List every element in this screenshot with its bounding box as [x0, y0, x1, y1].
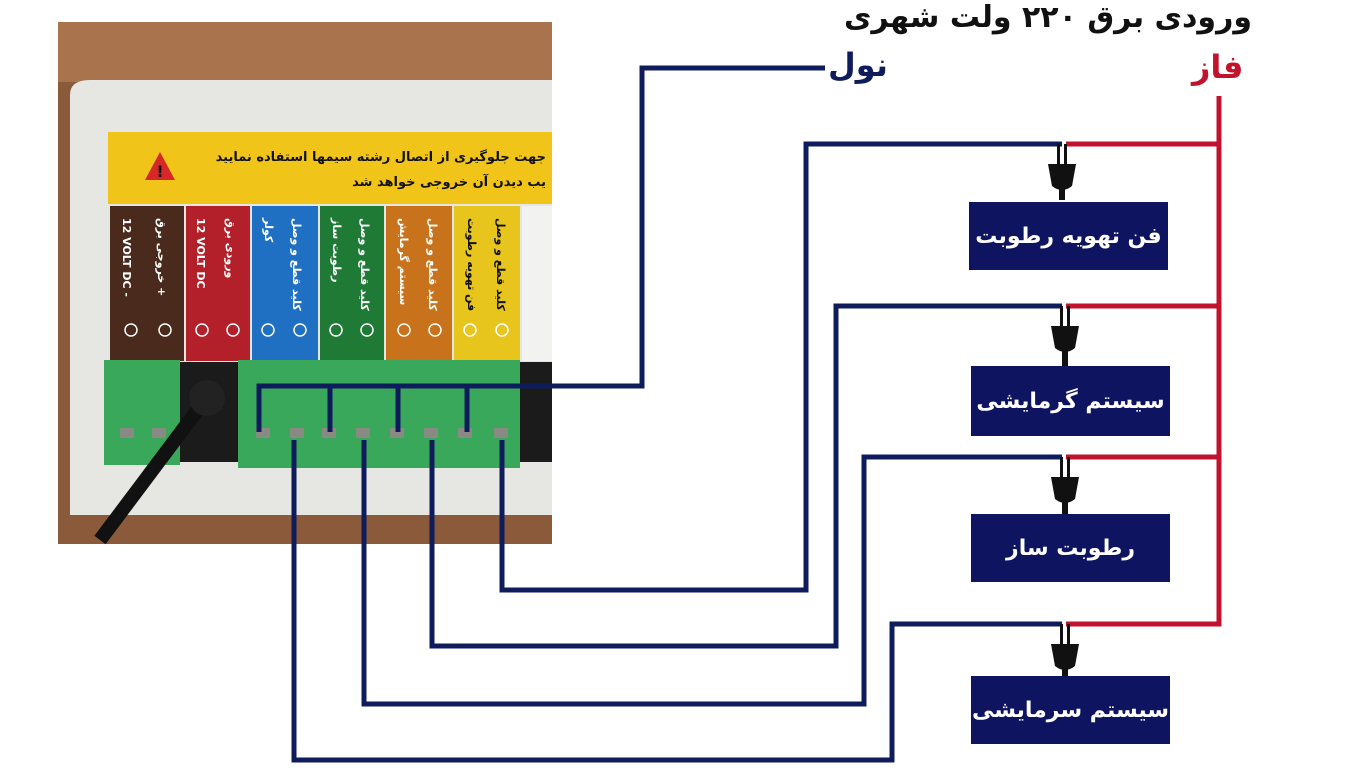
- load-heater: سیستم گرمایشی: [971, 366, 1170, 436]
- strip-dc-in-line1: 12 VOLT DC: [194, 218, 207, 289]
- neutral-label: نول: [828, 46, 888, 84]
- strip-dc-out-line2: خروجی برق +: [155, 218, 168, 297]
- neutral-to-cooler: [291, 440, 1062, 763]
- screw-symbols: [124, 323, 509, 337]
- warning-text-line2: یب دیدن آن خروجی خواهد شد: [352, 175, 546, 190]
- neutral-to-fan: [499, 141, 1062, 593]
- strip-humidifier-line1: کلید قطع و وصل: [358, 218, 371, 311]
- strip-dc-in-line2: ورودی برق: [224, 218, 237, 279]
- strip-cooler-line1: کلید قطع و وصل: [290, 218, 303, 311]
- neutral-to-heater: [429, 303, 1062, 649]
- load-fan: فن تهویه رطوبت: [969, 202, 1168, 270]
- neutral-wires: [256, 65, 1062, 763]
- strip-dc-out-line1: 12 VOLT DC -: [120, 218, 133, 297]
- diagram-title: ورودی برق ۲۲۰ ولت شهری: [843, 0, 1252, 35]
- strip-heating-line2: سیستم گرمایش: [397, 218, 410, 306]
- strip-fan-line2: فن تهویه رطوبت: [465, 218, 478, 312]
- strip-humidifier-line2: رطوبت ساز: [330, 218, 343, 283]
- strip-fan-line1: کلید قطع و وصل: [494, 218, 507, 311]
- phase-main-wire: [1066, 96, 1222, 627]
- terminal-screws: [120, 428, 508, 438]
- svg-text:!: !: [156, 162, 163, 181]
- strip-dc-in: [186, 206, 250, 361]
- phase-wires: [1066, 96, 1222, 627]
- plugs: [1048, 144, 1079, 680]
- terminal-block-relays: [238, 360, 520, 468]
- load-cooler: سیستم سرمایشی: [971, 676, 1170, 744]
- warning-icon: [145, 152, 175, 180]
- wood-top: [58, 22, 552, 82]
- warning-label: [108, 132, 552, 204]
- strip-cooler: [252, 206, 318, 361]
- load-humidifier: رطوبت ساز: [971, 514, 1170, 582]
- strip-heating: [386, 206, 452, 361]
- strip-heating-line1: کلید قطع و وصل: [426, 218, 439, 311]
- strip-cooler-line2: کولر: [262, 218, 275, 243]
- dc-cable: [94, 395, 211, 545]
- neutral-to-humidifier: [361, 440, 1062, 707]
- strip-fan: [454, 206, 520, 361]
- strip-humidifier: [320, 206, 384, 361]
- plug-icon: [1051, 457, 1079, 515]
- strip-blank: [522, 206, 552, 361]
- warning-text-line1: جهت جلوگیری از اتصال رشته سیمها استفاده …: [215, 150, 546, 165]
- controller-device: !: [58, 22, 552, 545]
- terminal-gap: [520, 362, 552, 462]
- dc-plug: [189, 380, 225, 416]
- strip-dc-out: [110, 206, 184, 361]
- plug-icon: [1048, 144, 1076, 200]
- plug-icon: [1051, 306, 1079, 368]
- neutral-main-wire: [256, 65, 825, 432]
- plug-icon: [1051, 624, 1079, 680]
- phase-label: فاز: [1192, 48, 1244, 86]
